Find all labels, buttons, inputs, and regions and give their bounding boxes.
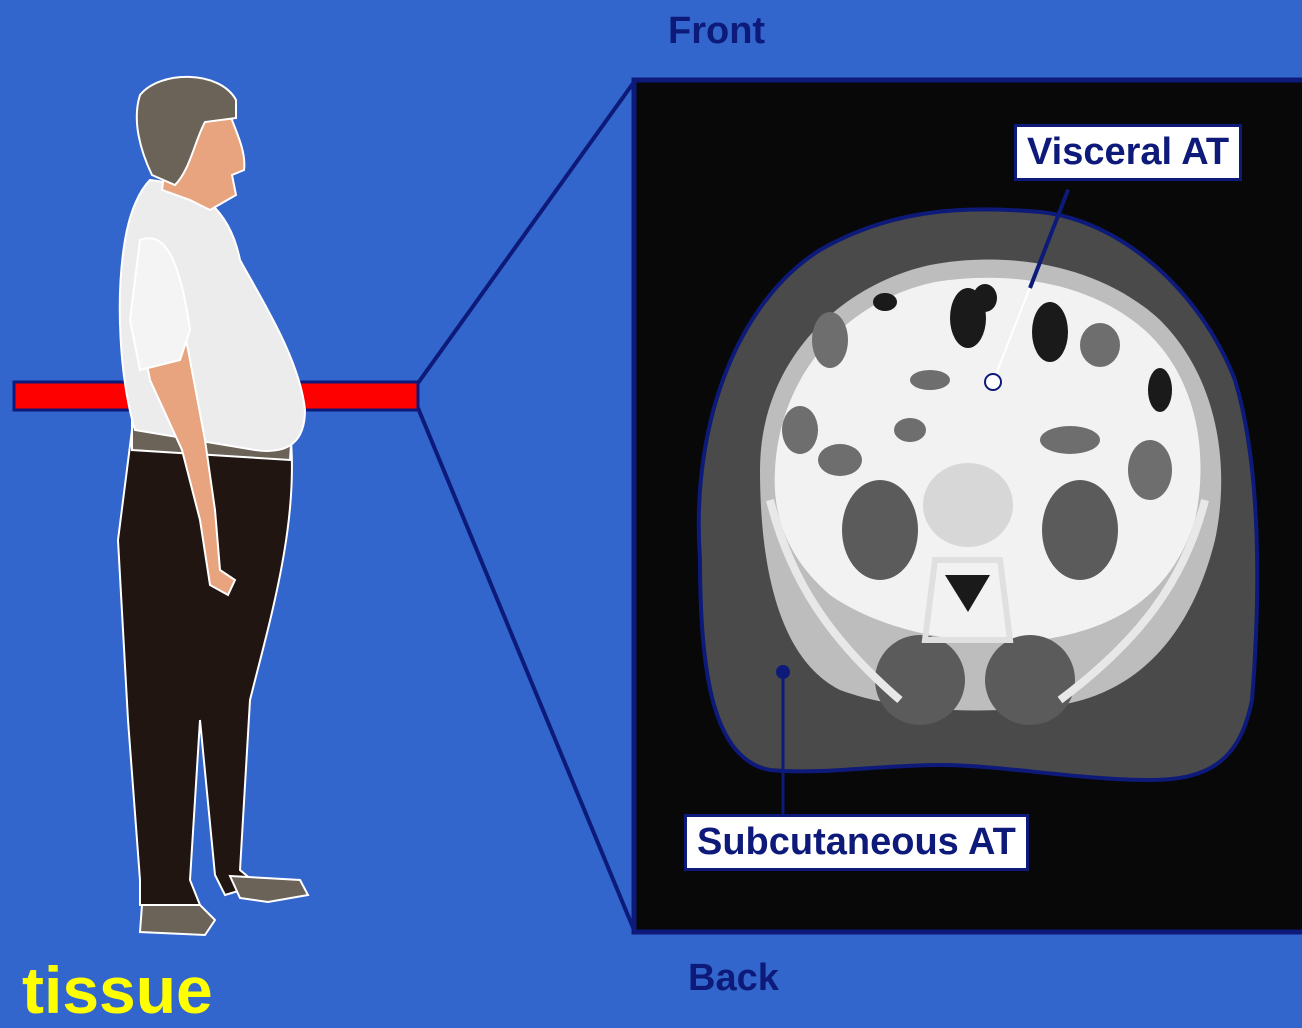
caption-text: tissue <box>22 952 213 1028</box>
man-figure <box>118 77 308 935</box>
subcutaneous-at-callout: Subcutaneous AT <box>684 814 1029 871</box>
subcutaneous-marker <box>776 665 790 679</box>
ct-scan-image <box>634 80 1302 932</box>
front-label: Front <box>668 10 765 53</box>
visceral-at-callout: Visceral AT <box>1014 124 1242 181</box>
back-label: Back <box>688 957 779 1000</box>
visceral-marker <box>985 374 1001 390</box>
projection-lines <box>418 82 634 930</box>
